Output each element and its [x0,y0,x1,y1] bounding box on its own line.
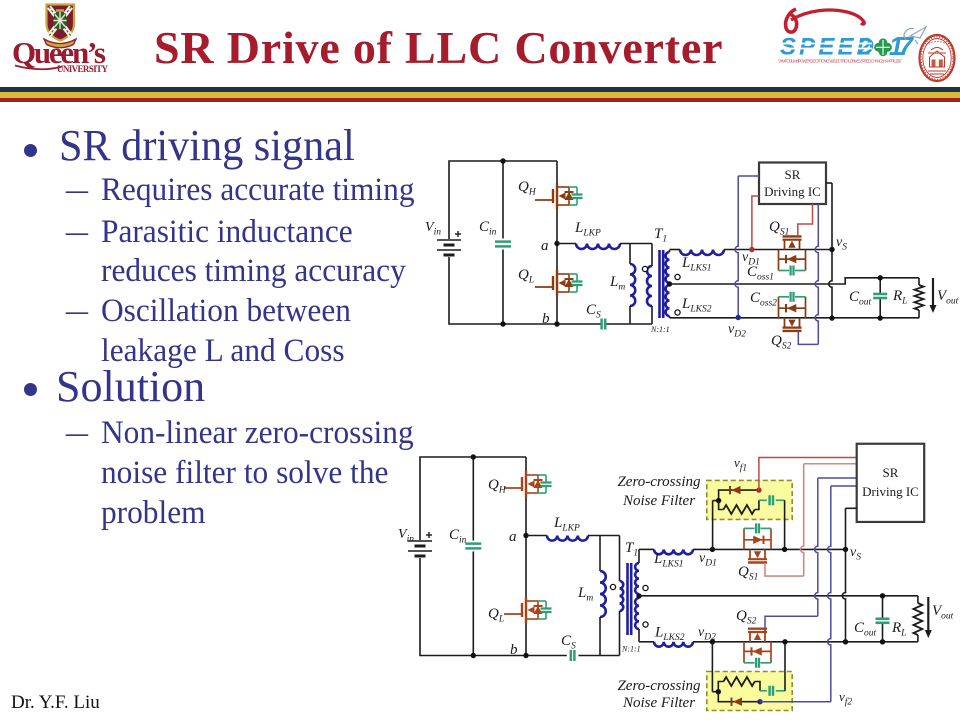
svg-text:CS: CS [561,633,576,652]
svg-text:T1: T1 [654,226,667,245]
svg-text:b: b [510,642,518,658]
svg-text:LLKP: LLKP [574,220,601,239]
svg-text:Vout: Vout [937,288,959,307]
svg-text:a: a [541,238,549,254]
svg-text:Cout: Cout [854,620,877,639]
svg-text:QS2: QS2 [736,608,757,627]
svg-text:Noise Filter: Noise Filter [622,493,695,509]
svg-text:QS1: QS1 [738,564,758,583]
svg-text:Lm: Lm [609,274,625,293]
svg-text:vD2: vD2 [698,625,716,643]
svg-text:Coss2: Coss2 [750,290,777,309]
svg-text:a: a [509,529,517,545]
svg-text:b: b [542,311,550,327]
svg-text:Zero-crossing: Zero-crossing [617,678,701,694]
svg-text:LLKS2: LLKS2 [681,296,712,315]
svg-text:Queen’s: Queen’s [12,35,106,70]
svg-text:QS1: QS1 [769,219,789,238]
svg-text:Cin: Cin [449,527,467,546]
svg-text:LLKS2: LLKS2 [654,625,685,644]
svg-text:Zero-crossing: Zero-crossing [617,474,701,490]
svg-text:RL: RL [891,620,906,639]
svg-text:vf2: vf2 [839,689,852,708]
svg-text:Noise Filter: Noise Filter [622,695,695,711]
svg-text:LLKP: LLKP [553,515,580,534]
svg-text:QS2: QS2 [771,333,792,352]
svg-text:Cin: Cin [479,219,497,238]
svg-text:Vin: Vin [425,220,441,238]
svg-text:vS: vS [836,235,847,253]
svg-text:Lm: Lm [577,585,593,604]
svg-text:QH: QH [488,477,507,496]
svg-text:RL: RL [892,288,907,307]
svg-text:CS: CS [586,302,601,321]
svg-text:SR: SR [883,465,899,480]
svg-text:vD2: vD2 [728,322,746,340]
svg-text:vS: vS [850,545,861,563]
svg-text:UNIVERSITY: UNIVERSITY [57,64,109,74]
svg-text:Cout: Cout [849,289,872,308]
svg-text:SPEED: SPEED [780,34,874,61]
svg-text:QL: QL [518,267,534,286]
svg-text:Driving IC: Driving IC [862,484,919,499]
svg-text:SYMPOSIUM of POWER ELECTRONICS: SYMPOSIUM of POWER ELECTRONICS & ELECTRI… [778,59,903,64]
svg-text:N:1:1: N:1:1 [621,645,641,654]
svg-text:vf1: vf1 [734,455,747,474]
svg-text:Vout: Vout [932,603,954,622]
svg-text:Driving IC: Driving IC [764,184,821,199]
svg-text:2: 2 [857,34,872,61]
svg-text:SR: SR [785,167,801,182]
svg-text:N:1:1: N:1:1 [650,325,670,334]
svg-text:vD1: vD1 [699,551,717,569]
svg-text:T1: T1 [625,540,638,559]
svg-text:LLKS1: LLKS1 [681,255,711,274]
svg-text:QH: QH [518,179,537,198]
svg-text:QL: QL [488,606,504,625]
svg-text:vD1: vD1 [742,250,760,268]
svg-text:Vin: Vin [398,527,414,545]
